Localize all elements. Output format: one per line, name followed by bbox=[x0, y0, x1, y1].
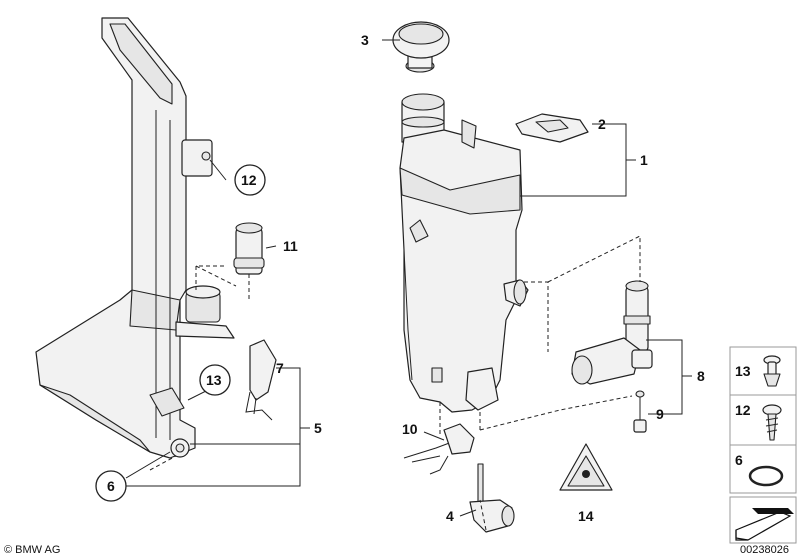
bushing-part bbox=[233, 222, 265, 300]
label-6: 6 bbox=[107, 478, 115, 494]
wire-clip-part bbox=[403, 423, 475, 475]
callout-labels: 3 2 1 12 11 7 13 5 6 10 4 14 8 9 bbox=[95, 32, 705, 524]
connector-part bbox=[571, 280, 653, 433]
callout-circle-12 bbox=[234, 164, 266, 196]
plate-part bbox=[515, 113, 589, 143]
push-rivet-part bbox=[763, 355, 781, 387]
label-4: 4 bbox=[446, 508, 454, 524]
label-2: 2 bbox=[598, 116, 606, 132]
expansion-tank-part bbox=[392, 21, 529, 413]
sidebar-label-13: 13 bbox=[735, 363, 751, 379]
diagram-id: 00238026 bbox=[740, 544, 789, 556]
label-10: 10 bbox=[402, 421, 418, 437]
callout-circle-13 bbox=[199, 364, 231, 396]
o-ring-part bbox=[748, 465, 784, 487]
hardware-sidebar: 13 12 6 bbox=[729, 346, 797, 544]
sidebar-box-12 bbox=[729, 394, 797, 446]
sidebar-label-12: 12 bbox=[735, 402, 751, 418]
label-14: 14 bbox=[578, 508, 594, 524]
view-direction-icon bbox=[735, 508, 794, 541]
label-1: 1 bbox=[640, 152, 648, 168]
callout-circle-6 bbox=[95, 470, 127, 502]
label-5: 5 bbox=[314, 420, 322, 436]
label-12: 12 bbox=[241, 172, 257, 188]
guide-lines bbox=[149, 235, 641, 531]
label-9: 9 bbox=[656, 406, 664, 422]
level-sensor-part bbox=[469, 463, 515, 533]
sidebar-label-6: 6 bbox=[735, 452, 743, 468]
warning-sticker-part bbox=[559, 443, 613, 491]
screw-part bbox=[762, 404, 782, 441]
label-8: 8 bbox=[697, 368, 705, 384]
label-13: 13 bbox=[206, 372, 222, 388]
bracket-part bbox=[35, 17, 235, 459]
label-11: 11 bbox=[283, 238, 298, 254]
label-7: 7 bbox=[276, 360, 284, 376]
label-3: 3 bbox=[361, 32, 369, 48]
spring-clip-part bbox=[245, 339, 277, 421]
copyright-text: © BMW AG bbox=[4, 544, 60, 556]
